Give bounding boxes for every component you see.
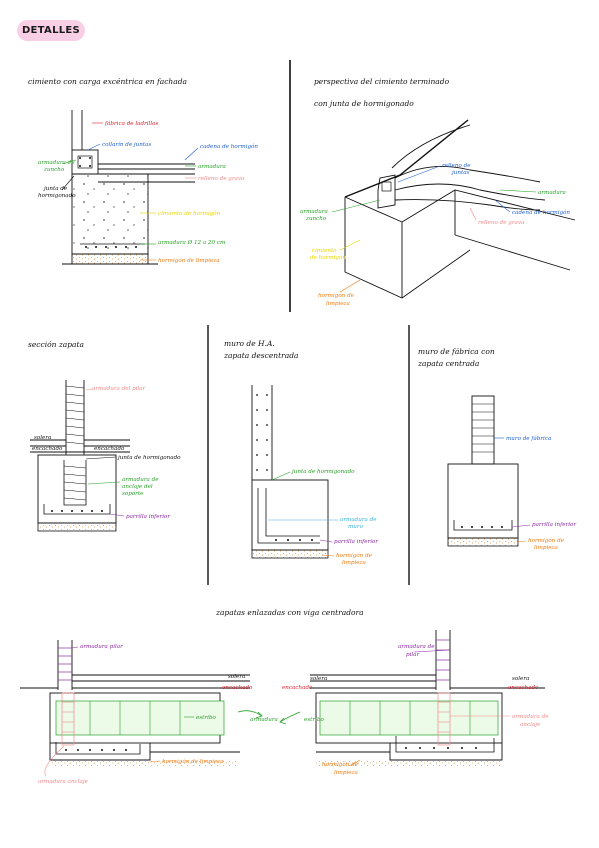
s3-label-anclaje-1: armadura de bbox=[122, 477, 159, 483]
s1-label-fabrica: fábrica de ladrillos bbox=[104, 120, 158, 127]
s1-title: cimiento con carga excéntrica en fachada bbox=[28, 77, 187, 86]
s2-label-cimiento-1: cimiento bbox=[312, 248, 337, 254]
s6-label-estribo-r: estribo bbox=[304, 717, 324, 723]
s6-label-estribo-l: estribo bbox=[196, 715, 216, 721]
s1-drawing bbox=[62, 110, 195, 265]
s4-title-2: zapata descentrada bbox=[223, 351, 298, 360]
s6-label-solera-r2: solera bbox=[512, 676, 529, 682]
s5-label-limpieza-2: limpieza bbox=[534, 545, 558, 551]
s5-title-2: zapata centrada bbox=[417, 359, 479, 368]
s3-label-anclaje-2: anclaje del bbox=[122, 484, 153, 490]
s1-label-parrilla: armadura Ø 12 a 20 cm bbox=[158, 239, 225, 246]
s3-label-encachado-r: encachado bbox=[94, 446, 125, 452]
s3-label-armadura-pilar: armadura del pilar bbox=[92, 386, 146, 392]
s4-label-limpieza-2: limpieza bbox=[342, 560, 366, 566]
s1-label-limpieza: hormigón de limpieza bbox=[158, 257, 220, 264]
s1-label-zuncho-1: armadura de bbox=[38, 160, 75, 166]
s6-label-armadura-pilar: armadura pilar bbox=[80, 644, 123, 650]
s5-drawing bbox=[447, 395, 519, 547]
s6-label-limpieza-l: hormigón de limpieza bbox=[162, 758, 224, 765]
s6-label-encachado-r-r: encachado bbox=[508, 685, 539, 691]
s4-label-armadura-muro-1: armadura de bbox=[340, 517, 377, 523]
s2-label-relleno-juntas-1: relleno de bbox=[442, 163, 471, 169]
s6-label-armadura-center: armadura bbox=[250, 717, 278, 723]
s1-label-relleno: relleno de grava bbox=[198, 176, 244, 182]
s2-label-limpieza-1: hormigón de bbox=[318, 292, 355, 299]
s3-drawing bbox=[30, 380, 130, 532]
s2-label-zuncho-1: armadura bbox=[300, 209, 328, 215]
s6-label-encachado-r-l: encachado bbox=[282, 685, 313, 691]
s4-label-armadura-muro-2: muro bbox=[348, 524, 364, 530]
s4-label-junta: junta de hormigonado bbox=[290, 469, 355, 475]
s1-label-collarin: collarín de juntas bbox=[102, 141, 151, 148]
s2-label-relleno-juntas-2: juntas bbox=[450, 170, 470, 176]
s5-label-muro: muro de fábrica bbox=[506, 435, 551, 442]
s4-title-1: muro de H.A. bbox=[224, 339, 275, 348]
s1-label-junta-2: hormigonado bbox=[38, 193, 76, 199]
s6-drawing bbox=[20, 630, 545, 766]
s4-label-limpieza-1: hormigón de bbox=[336, 552, 373, 559]
s5-label-parrilla: parrilla inferior bbox=[532, 522, 576, 528]
s2-label-zuncho-2: zuncho bbox=[305, 216, 327, 222]
s3-title: sección zapata bbox=[28, 340, 84, 349]
s1-label-cimiento: cimiento de hormigón bbox=[158, 210, 221, 217]
s2-drawing bbox=[344, 119, 576, 299]
s6-label-solera-r: solera bbox=[310, 676, 327, 682]
s6-label-anclaje-l: armadura anclaje bbox=[38, 779, 89, 785]
s6-label-solera: solera bbox=[228, 674, 245, 680]
section-badge: DETALLES bbox=[17, 20, 85, 41]
s5-label-limpieza-1: hormigón de bbox=[528, 537, 565, 544]
s2-label-relleno-grava: relleno de grava bbox=[478, 220, 524, 226]
s6-label-anclaje-r-1: armadura de bbox=[512, 714, 549, 720]
s6-label-pilar-r-1: armadura de bbox=[398, 644, 435, 650]
s2-label-cadena: cadena de hormigón bbox=[512, 209, 570, 216]
s4-label-parrilla: parrilla inferior bbox=[334, 539, 378, 545]
s3-label-solera: solera bbox=[34, 435, 51, 441]
s2-label-armadura: armadura bbox=[538, 190, 566, 196]
s4-drawing bbox=[251, 385, 329, 559]
s5-title-1: muro de fábrica con bbox=[418, 347, 495, 356]
s6-label-anclaje-r-2: anclaje bbox=[520, 722, 541, 728]
s1-label-zuncho-2: zuncho bbox=[43, 167, 65, 173]
s6-label-encachado: encachado bbox=[222, 685, 253, 691]
s3-label-encachado-l: encachado bbox=[32, 446, 63, 452]
s2-title-1: perspectiva del cimiento terminado bbox=[314, 77, 450, 86]
s2-label-cimiento-2: de hormigón bbox=[310, 254, 346, 261]
s6-label-limpieza-r-1: hormigón de bbox=[322, 761, 359, 768]
s3-label-parrilla: parrilla inferior bbox=[126, 514, 170, 520]
s6-title: zapatas enlazadas con viga centradora bbox=[215, 608, 364, 617]
s2-title-2: con junta de hormigonado bbox=[314, 99, 414, 108]
s1-label-cadena: cadena de hormigón bbox=[200, 143, 258, 150]
s1-label-junta-1: junta de bbox=[42, 186, 68, 192]
s6-label-pilar-r-2: pilar bbox=[406, 652, 419, 658]
s3-label-junta: junta de hormigonado bbox=[116, 455, 181, 461]
s3-label-anclaje-3: soporte bbox=[122, 491, 144, 497]
s1-label-armadura: armadura bbox=[198, 164, 226, 170]
s2-label-limpieza-2: limpieza bbox=[326, 301, 350, 307]
s6-label-limpieza-r-2: limpieza bbox=[334, 770, 358, 776]
